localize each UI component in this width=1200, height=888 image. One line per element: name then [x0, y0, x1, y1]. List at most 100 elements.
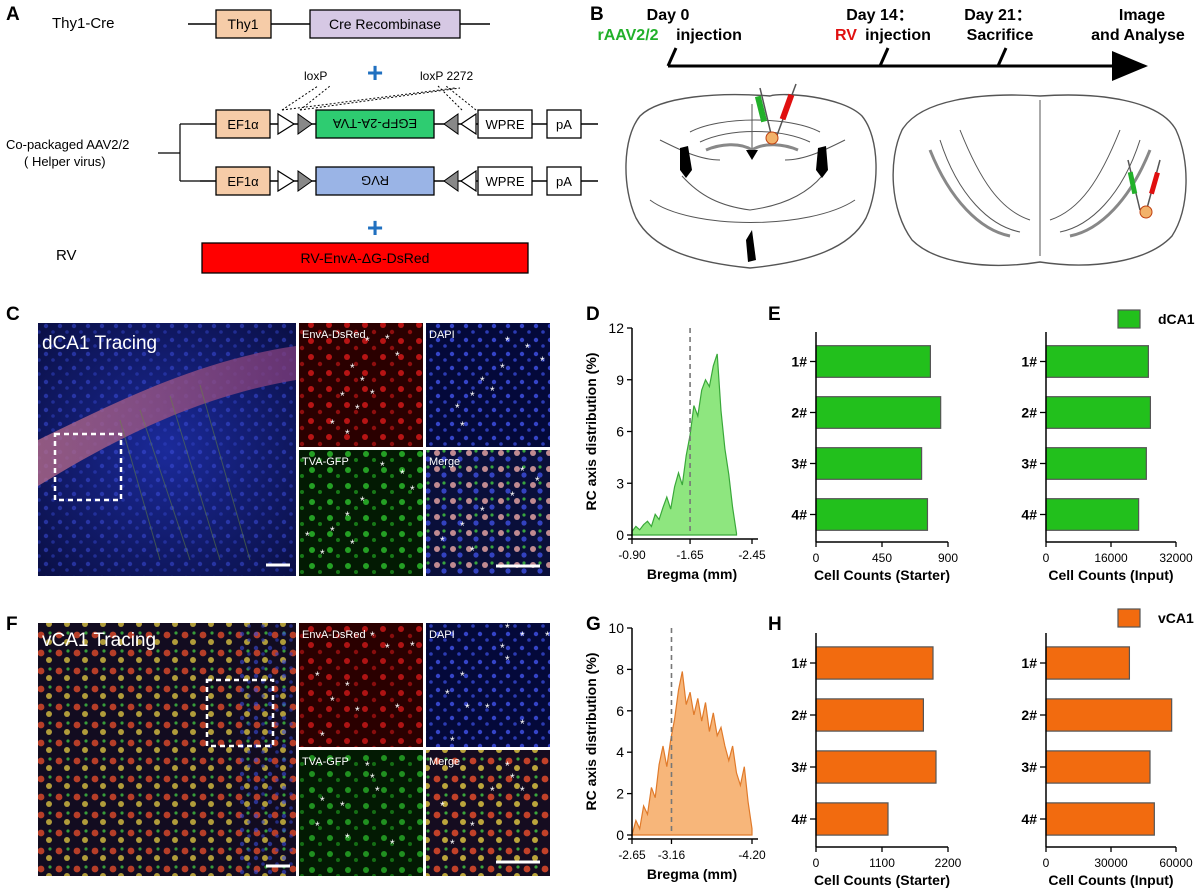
bar — [815, 698, 925, 732]
helper-label-line2: ( Helper virus) — [24, 154, 106, 169]
y-tick-label: 12 — [608, 320, 624, 336]
horizontal-brain-section — [892, 94, 1187, 267]
green-syringe-1 — [754, 87, 773, 139]
bar — [1045, 750, 1151, 784]
panel-label-c: C — [6, 304, 20, 325]
pa-box-1 — [546, 109, 582, 139]
ef1a-label-1: EF1α — [227, 117, 259, 132]
svg-text:*: * — [520, 784, 525, 798]
category-label: 2# — [1021, 405, 1037, 421]
timeline-injection2: injection — [865, 27, 931, 44]
x-axis-label: Cell Counts (Input) — [1048, 872, 1173, 888]
red-syringe-1 — [775, 83, 797, 139]
category-label: 3# — [1021, 456, 1037, 472]
svg-text:*: * — [400, 467, 405, 481]
svg-text:*: * — [320, 729, 325, 743]
svg-text:*: * — [385, 332, 390, 346]
x-tick-label: 0 — [1043, 551, 1050, 565]
svg-text:*: * — [345, 679, 350, 693]
svg-text:*: * — [470, 544, 475, 558]
thy1-cre-label: Thy1-Cre — [52, 15, 115, 32]
category-label: 3# — [1021, 759, 1037, 775]
svg-text:*: * — [350, 361, 355, 375]
svg-text:*: * — [500, 641, 505, 655]
bar — [1045, 447, 1147, 480]
timeline-injection1: injection — [676, 27, 742, 44]
svg-text:*: * — [340, 799, 345, 813]
dca1-envadsred-label: EnvA-DsRed — [302, 329, 366, 341]
dca1-title: dCA1 Tracing — [42, 333, 157, 354]
svg-text:*: * — [545, 629, 550, 643]
svg-text:*: * — [345, 831, 350, 845]
bar — [1045, 396, 1152, 429]
bar — [1045, 498, 1140, 531]
x-tick-label: 32000 — [1159, 551, 1193, 565]
legend-swatch — [1117, 309, 1141, 329]
bar — [815, 396, 942, 429]
x-tick-label: -3.16 — [658, 848, 686, 862]
svg-text:*: * — [365, 334, 370, 348]
dca1-dapi-label: DAPI — [429, 329, 455, 341]
bar — [815, 646, 934, 680]
y-tick-label: 3 — [616, 475, 624, 491]
rvg-box — [315, 166, 435, 196]
panel-a: A Thy1-Cre Thy1 Cre Recombinase + loxP l… — [6, 4, 598, 274]
egfp-box-label: EGFP-2A-TVA — [333, 116, 418, 131]
svg-text:*: * — [375, 784, 380, 798]
category-label: 2# — [791, 405, 807, 421]
x-tick-label: 30000 — [1094, 856, 1128, 870]
y-tick-label: 2 — [616, 786, 624, 802]
x-axis-label: Cell Counts (Input) — [1048, 567, 1173, 583]
timeline-day0: Day 0 — [647, 7, 690, 24]
svg-text:*: * — [365, 759, 370, 773]
svg-text:*: * — [315, 819, 320, 833]
svg-text:*: * — [345, 427, 350, 441]
bar — [815, 802, 889, 836]
svg-text:*: * — [370, 771, 375, 785]
svg-text:*: * — [450, 734, 455, 748]
x-tick-label: 0 — [813, 551, 820, 565]
svg-text:*: * — [505, 759, 510, 773]
wpre-label-1: WPRE — [486, 117, 525, 132]
x-tick-label: 0 — [1043, 856, 1050, 870]
wpre-label-2: WPRE — [486, 174, 525, 189]
y-axis-label: RC axis distribution (%) — [583, 353, 599, 511]
panel-label-g: G — [586, 614, 601, 635]
svg-text:*: * — [480, 374, 485, 388]
svg-text:*: * — [510, 771, 515, 785]
svg-text:*: * — [350, 537, 355, 551]
y-tick-label: 4 — [616, 744, 624, 760]
x-tick-label: -2.65 — [618, 848, 646, 862]
x-axis-label: Bregma (mm) — [647, 566, 737, 582]
panel-c: C dCA1 Tracing EnvA-DsRed DAPI TVA-GFP M… — [6, 304, 550, 576]
svg-text:*: * — [320, 794, 325, 808]
x-tick-label: 2200 — [935, 856, 962, 870]
svg-text:*: * — [490, 784, 495, 798]
svg-text:*: * — [490, 384, 495, 398]
cre-recombinase-box — [309, 9, 461, 39]
svg-text:*: * — [340, 389, 345, 403]
y-tick-label: 0 — [616, 527, 624, 543]
rv-enva-box — [201, 242, 529, 274]
category-label: 1# — [1021, 655, 1037, 671]
panel-label-d: D — [586, 304, 600, 325]
legend-label: dCA1 — [1158, 311, 1195, 327]
timeline-sacrifice: Sacrifice — [967, 27, 1034, 44]
bar — [1045, 802, 1155, 836]
coronal-brain-section — [625, 93, 877, 269]
bar — [815, 498, 929, 531]
svg-text:*: * — [470, 819, 475, 833]
svg-text:*: * — [460, 519, 465, 533]
vca1-merge-label: Merge — [429, 756, 460, 768]
svg-text:*: * — [520, 629, 525, 643]
x-tick-label: 60000 — [1159, 856, 1193, 870]
vca1-zoom-box — [205, 678, 275, 748]
panel-label-f: F — [6, 614, 18, 635]
x-axis-label: Bregma (mm) — [647, 866, 737, 882]
pa-label-2: pA — [556, 174, 572, 189]
category-label: 3# — [791, 759, 807, 775]
loxp2272-label: loxP 2272 — [420, 69, 473, 83]
